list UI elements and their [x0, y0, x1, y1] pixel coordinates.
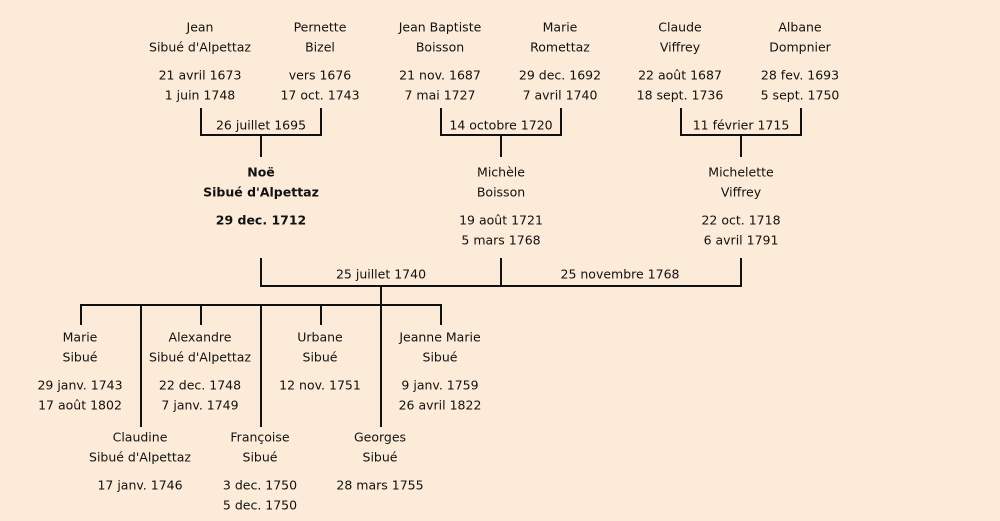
- person-death-date: 7 janv. 1749: [161, 397, 239, 413]
- person-birth-date: 3 dec. 1750: [222, 477, 298, 493]
- person-death-date: 17 oct. 1743: [280, 87, 360, 103]
- marriage-date: 25 novembre 1768: [560, 266, 680, 282]
- person-birth-date: 17 janv. 1746: [97, 477, 183, 493]
- marriage-date: 25 juillet 1740: [335, 266, 427, 282]
- person-given-name: Michèle: [477, 164, 525, 180]
- person-surname: Sibué d'Alpettaz: [149, 39, 251, 55]
- person-death-date: 5 mars 1768: [461, 232, 541, 248]
- person-death-date: 5 dec. 1750: [222, 497, 298, 513]
- person-birth-date: 22 août 1687: [638, 67, 722, 83]
- person-given-name: Françoise: [230, 429, 290, 445]
- person-birth-date: 29 janv. 1743: [37, 377, 123, 393]
- person-birth-date: 29 dec. 1692: [518, 67, 602, 83]
- person-given-name: Urbane: [297, 329, 343, 345]
- person-surname: Sibué: [302, 349, 338, 365]
- person-birth-date: 22 oct. 1718: [701, 212, 781, 228]
- person-birth-date: vers 1676: [288, 67, 352, 83]
- person-given-name: Michelette: [708, 164, 774, 180]
- marriage-connector-1715: [680, 108, 802, 157]
- person-given-name: Marie: [62, 329, 98, 345]
- person-birth-date: 29 dec. 1712: [215, 212, 307, 228]
- person-surname: Boisson: [476, 184, 526, 200]
- person-surname: Sibué: [242, 449, 278, 465]
- person-given-name: Alexandre: [168, 329, 232, 345]
- person-surname: Sibué d'Alpettaz: [149, 349, 251, 365]
- marriage-connector-1740-1768: [260, 258, 742, 427]
- person-birth-date: 22 dec. 1748: [158, 377, 242, 393]
- person-birth-date: 28 mars 1755: [336, 477, 424, 493]
- person-surname: Sibué: [422, 349, 458, 365]
- person-given-name: Marie: [542, 19, 578, 35]
- person-given-name: Georges: [353, 429, 407, 445]
- person-given-name: Jean Baptiste: [398, 19, 482, 35]
- person-death-date: 6 avril 1791: [703, 232, 779, 248]
- person-surname: Sibué: [62, 349, 98, 365]
- person-death-date: 1 juin 1748: [164, 87, 236, 103]
- person-birth-date: 9 janv. 1759: [401, 377, 479, 393]
- person-given-name: Albane: [778, 19, 822, 35]
- person-birth-date: 21 nov. 1687: [399, 67, 481, 83]
- person-surname: Dompnier: [769, 39, 831, 55]
- person-surname: Romettaz: [530, 39, 590, 55]
- marriage-date: 14 octobre 1720: [449, 117, 553, 133]
- person-surname: Boisson: [415, 39, 465, 55]
- person-surname: Viffrey: [659, 39, 701, 55]
- person-surname: Sibué: [362, 449, 398, 465]
- person-given-name: Claudine: [112, 429, 168, 445]
- person-birth-date: 19 août 1721: [459, 212, 543, 228]
- children-connector: [80, 304, 442, 427]
- person-birth-date: 28 fev. 1693: [760, 67, 840, 83]
- person-surname: Sibué d'Alpettaz: [203, 184, 319, 200]
- marriage-connector-1695: [200, 108, 322, 157]
- person-surname: Viffrey: [720, 184, 762, 200]
- person-death-date: 26 avril 1822: [398, 397, 482, 413]
- marriage-date: 26 juillet 1695: [215, 117, 307, 133]
- person-surname: Sibué d'Alpettaz: [89, 449, 191, 465]
- person-given-name: Jean: [186, 19, 214, 35]
- person-birth-date: 12 nov. 1751: [279, 377, 361, 393]
- person-death-date: 7 mai 1727: [404, 87, 476, 103]
- person-given-name: Claude: [658, 19, 702, 35]
- person-surname: Bizel: [305, 39, 335, 55]
- person-death-date: 18 sept. 1736: [636, 87, 724, 103]
- person-given-name: Noë: [247, 164, 275, 180]
- person-given-name: Pernette: [293, 19, 347, 35]
- person-death-date: 17 août 1802: [38, 397, 122, 413]
- person-birth-date: 21 avril 1673: [158, 67, 242, 83]
- person-death-date: 5 sept. 1750: [760, 87, 840, 103]
- marriage-connector-1720: [440, 108, 562, 157]
- marriage-date: 11 février 1715: [692, 117, 790, 133]
- person-death-date: 7 avril 1740: [522, 87, 598, 103]
- person-given-name: Jeanne Marie: [399, 329, 481, 345]
